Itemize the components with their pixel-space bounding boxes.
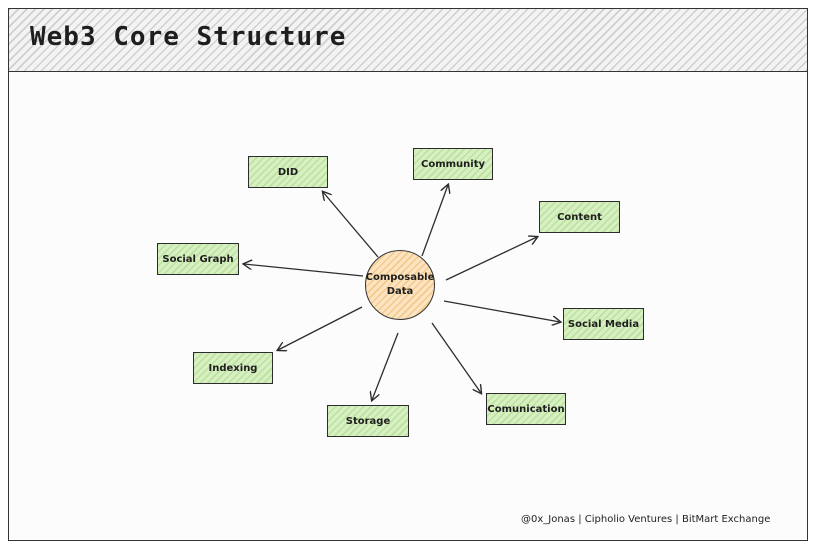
node-social-media: Social Media [563,308,644,340]
attribution-text: @0x_Jonas | Cipholio Ventures | BitMart … [521,514,771,525]
arrow-to-social-media [443,300,560,322]
node-content: Content [539,201,620,233]
composable-data-node: Composable Data [365,250,435,320]
node-comunication: Comunication [486,393,566,425]
title-banner [8,8,808,72]
node-indexing: Indexing [193,352,273,384]
node-storage: Storage [327,405,409,437]
node-did: DID [248,156,328,188]
center-label-line2: Data [386,286,414,297]
arrow-to-did [323,192,379,258]
arrow-to-indexing [278,306,363,350]
center-label-line1: Composable [365,272,435,283]
arrow-to-content [445,237,537,281]
node-community: Community [413,148,493,180]
arrow-to-community [421,185,448,257]
arrow-to-comunication [431,322,481,393]
diagram-title: Web3 Core Structure [30,22,347,52]
arrow-to-storage [372,332,399,400]
node-social-graph: Social Graph [157,243,239,275]
arrow-to-social-graph [244,264,364,277]
